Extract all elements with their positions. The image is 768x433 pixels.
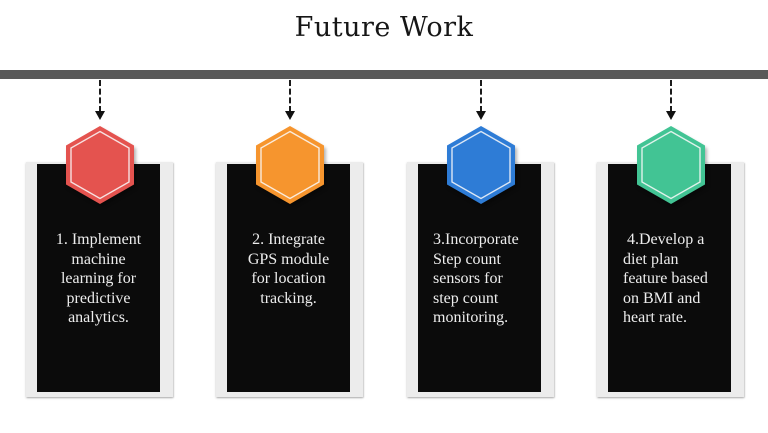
card-column-4: 4.Develop a diet plan feature based on B… (597, 80, 744, 410)
card-column-1: 1. Implement machine learning for predic… (26, 80, 173, 410)
dashed-connector-line (98, 80, 101, 112)
card-text: 2. Integrate GPS module for location tra… (247, 231, 330, 307)
dashed-connector-line (288, 80, 291, 112)
hexagon-icon (636, 126, 705, 204)
arrow-down-icon (475, 111, 486, 120)
card-inner: 3.Incorporate Step count sensors for ste… (418, 164, 541, 392)
dashed-connector-line (669, 80, 672, 112)
slide-title: Future Work (294, 12, 474, 43)
dashed-connector-line (479, 80, 482, 112)
card-text: 1. Implement machine learning for predic… (55, 231, 142, 326)
hexagon-icon (255, 126, 324, 204)
card-text: 3.Incorporate Step count sensors for ste… (433, 231, 519, 326)
card-inner: 2. Integrate GPS module for location tra… (227, 164, 350, 392)
card-column-2: 2. Integrate GPS module for location tra… (216, 80, 363, 410)
hexagon-icon (65, 126, 134, 204)
card-text: 4.Develop a diet plan feature based on B… (623, 231, 708, 326)
arrow-down-icon (284, 111, 295, 120)
divider-bar (0, 70, 768, 79)
card: 2. Integrate GPS module for location tra… (216, 162, 363, 397)
hexagon-icon (446, 126, 515, 204)
arrow-down-icon (665, 111, 676, 120)
card-column-3: 3.Incorporate Step count sensors for ste… (407, 80, 554, 410)
arrow-down-icon (94, 111, 105, 120)
